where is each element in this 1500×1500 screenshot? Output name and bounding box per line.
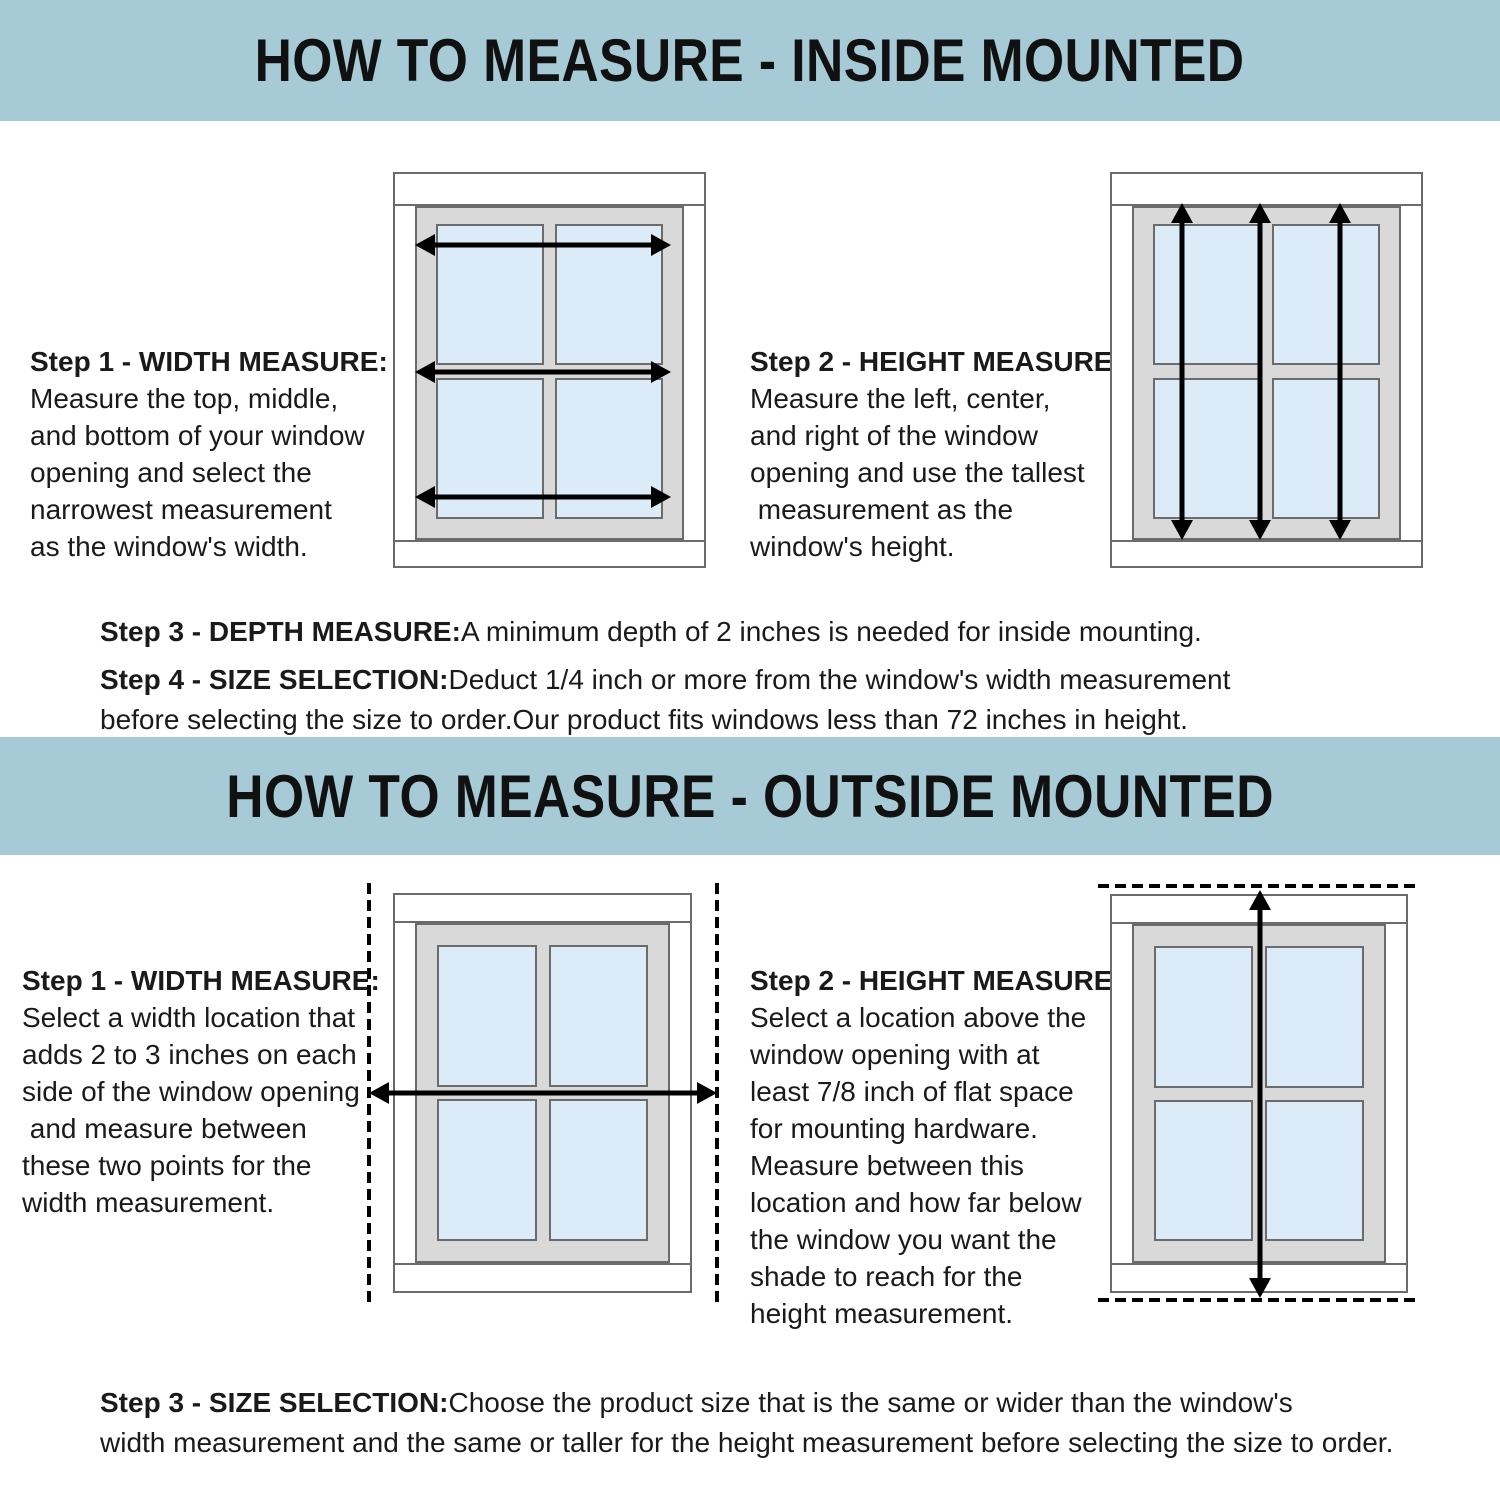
window-sill <box>1110 540 1423 568</box>
inside-step1-text: Measure the top, middle, and bottom of y… <box>30 383 365 562</box>
outside-step3-text: Choose the product size that is the same… <box>100 1387 1394 1458</box>
outside-height-overlay <box>1098 884 1417 1302</box>
window-pane <box>1153 378 1261 519</box>
window-pane <box>1153 224 1261 365</box>
outside-step3: Step 3 - SIZE SELECTION:Choose the produ… <box>100 1383 1480 1471</box>
outside-section-title: HOW TO MEASURE - OUTSIDE MOUNTED <box>226 762 1274 830</box>
inside-step4: Step 4 - SIZE SELECTION:Deduct 1/4 inch … <box>100 660 1400 740</box>
inside-step1: Step 1 - WIDTH MEASURE: Measure the top,… <box>30 343 395 565</box>
height-arrow-left-icon <box>1171 203 1193 540</box>
height-arrow-center-icon <box>1249 203 1271 540</box>
window-sill <box>393 1263 692 1293</box>
window-pane <box>1272 378 1380 519</box>
inside-step3: Step 3 - DEPTH MEASURE:A minimum depth o… <box>100 612 1400 652</box>
inside-step4-label: Step 4 - SIZE SELECTION: <box>100 664 449 695</box>
window-head-casing <box>393 172 706 206</box>
window-pane <box>1154 946 1253 1088</box>
window-head-casing <box>1110 172 1423 206</box>
width-arrow-bottom-icon <box>415 486 671 508</box>
inside-section-title: HOW TO MEASURE - INSIDE MOUNTED <box>255 27 1245 94</box>
inside-height-window-diagram <box>1110 172 1423 568</box>
inside-steps-3-4: Step 3 - DEPTH MEASURE:A minimum depth o… <box>100 612 1400 748</box>
inside-step4-text: Deduct 1/4 inch or more from the window'… <box>100 664 1231 735</box>
outside-width-arrow-icon <box>369 1082 717 1104</box>
width-arrow-top-icon <box>415 234 671 256</box>
window-head-casing <box>393 893 692 923</box>
window-pane <box>437 1099 537 1241</box>
window-pane <box>548 945 648 1087</box>
window-body <box>1110 206 1423 540</box>
outside-step1: Step 1 - WIDTH MEASURE: Select a width l… <box>22 962 382 1221</box>
window-pane <box>1154 1099 1253 1241</box>
inside-step1-label: Step 1 - WIDTH MEASURE: <box>30 346 388 377</box>
inside-step3-text: A minimum depth of 2 inches is needed fo… <box>460 616 1202 647</box>
inside-height-arrows-overlay <box>1171 203 1351 540</box>
window-pane <box>1265 946 1364 1088</box>
window-pane <box>1265 1099 1364 1241</box>
outside-section-header: HOW TO MEASURE - OUTSIDE MOUNTED <box>0 737 1500 855</box>
window-casing <box>1132 206 1401 540</box>
outside-step1-text: Select a width location that adds 2 to 3… <box>22 1002 360 1218</box>
inside-step2-label: Step 2 - HEIGHT MEASURE: <box>750 346 1122 377</box>
window-pane <box>1272 224 1380 365</box>
width-arrow-middle-icon <box>415 361 671 383</box>
window-pane <box>548 1099 648 1241</box>
inside-step2: Step 2 - HEIGHT MEASURE: Measure the lef… <box>750 343 1122 565</box>
inside-section-header: HOW TO MEASURE - INSIDE MOUNTED <box>0 0 1500 121</box>
height-arrow-right-icon <box>1329 203 1351 540</box>
window-sill <box>393 540 706 568</box>
outside-step2-label: Step 2 - HEIGHT MEASURE: <box>750 965 1122 996</box>
outside-width-overlay <box>367 883 719 1303</box>
inside-step3-label: Step 3 - DEPTH MEASURE: <box>100 616 461 647</box>
outside-step3-label: Step 3 - SIZE SELECTION: <box>100 1387 449 1418</box>
window-pane <box>437 945 537 1087</box>
outside-step2: Step 2 - HEIGHT MEASURE: Select a locati… <box>750 962 1122 1332</box>
outside-step2-text: Select a location above the window openi… <box>750 1002 1087 1329</box>
outside-step1-label: Step 1 - WIDTH MEASURE: <box>22 965 380 996</box>
inside-step2-text: Measure the left, center, and right of t… <box>750 383 1085 562</box>
outside-height-arrow-icon <box>1249 890 1271 1298</box>
inside-width-arrows-overlay <box>415 234 671 508</box>
